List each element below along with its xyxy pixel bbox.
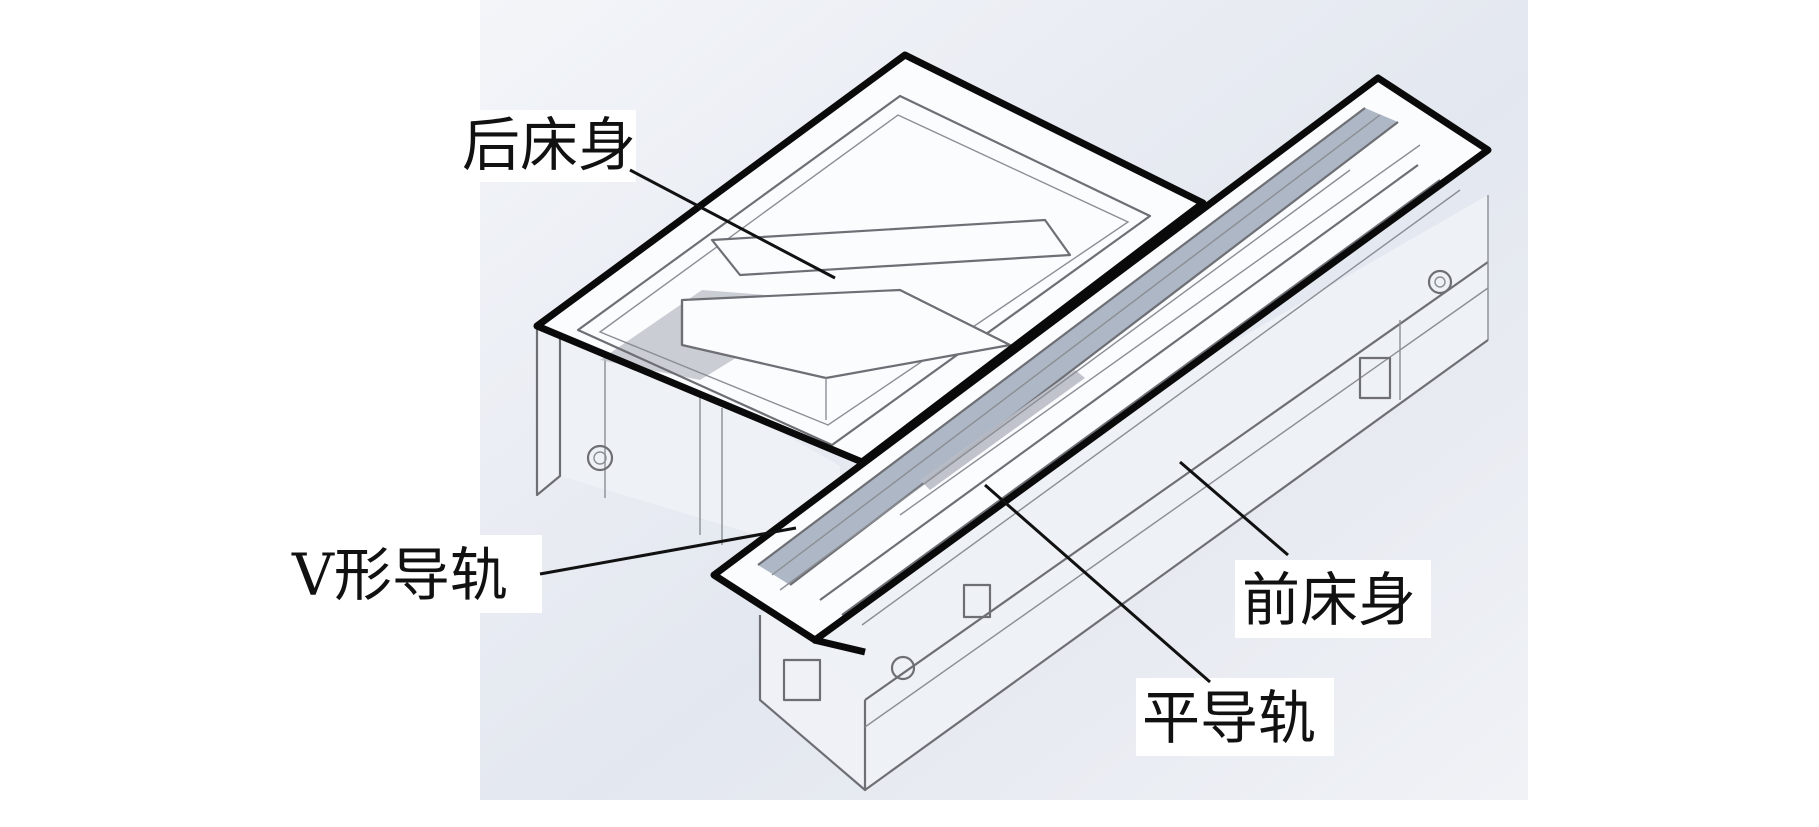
front-bed-leader [1179,460,1289,557]
v-guide-label: V形导轨 [291,541,508,609]
front-bed-label-bg [1235,560,1431,638]
v-guide-leader [539,526,797,576]
rear-bed-leader [629,168,836,280]
front-bed [710,74,1492,792]
front-bed-label: 前床身 [1242,566,1416,634]
rear-bed-label: 后床身 [462,111,636,179]
flat-guide-label: 平导轨 [1142,684,1316,752]
rear-bed-label-bg [456,110,636,182]
flat-guide-leader [984,483,1211,684]
v-guide-label-bg [288,535,542,613]
flat-guide-label-bg [1136,678,1334,756]
